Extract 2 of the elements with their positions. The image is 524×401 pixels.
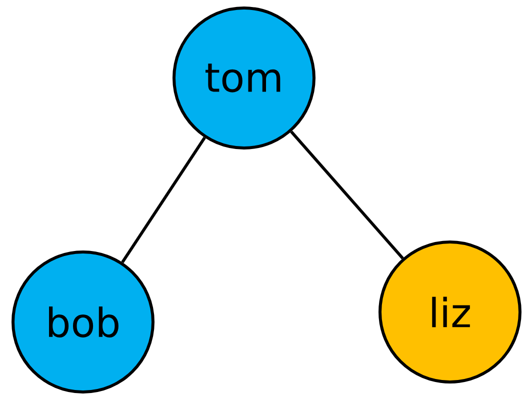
connector-line (290, 130, 404, 260)
connector-line (121, 136, 206, 264)
